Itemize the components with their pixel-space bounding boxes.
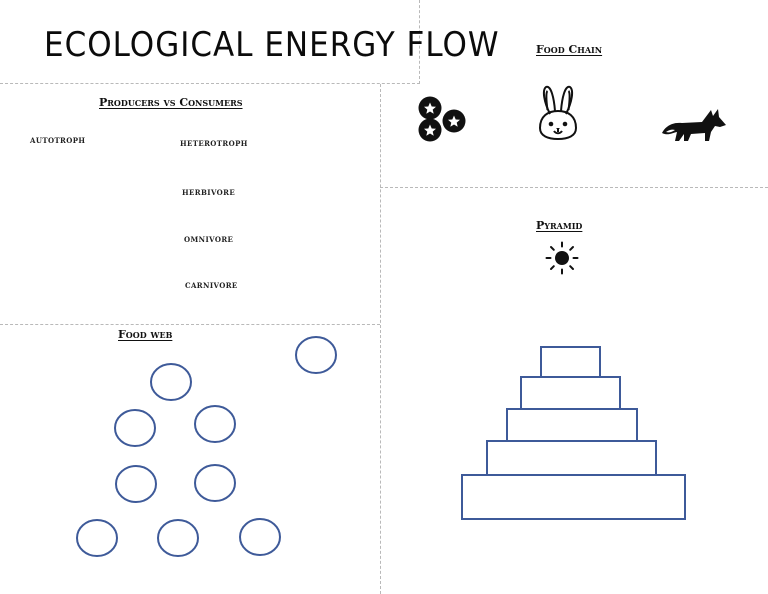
pyramid-level-2 — [486, 440, 657, 476]
omnivore-label: omnivore — [184, 235, 234, 244]
food-web-circle — [295, 336, 337, 374]
sun-icon — [545, 241, 579, 275]
center-vertical-divider — [380, 84, 381, 594]
food-web-circles — [76, 336, 337, 557]
blueberries-icon — [416, 96, 468, 144]
pyramid-level-1 — [461, 474, 686, 520]
title-box-bottom-divider — [0, 83, 420, 84]
food-web-circle — [150, 363, 192, 401]
herbivore-label: herbivore — [182, 188, 236, 197]
energy-pyramid — [461, 346, 686, 520]
pyramid-level-4 — [520, 376, 621, 410]
pyramid-level-3 — [506, 408, 638, 442]
food-web-circle — [239, 518, 281, 556]
food-web-circle — [114, 409, 156, 447]
pyramid-level-5 — [540, 346, 601, 378]
food-web-heading: Food web — [118, 328, 173, 341]
carnivore-label: carnivore — [185, 281, 238, 290]
food-web-circle — [157, 519, 199, 557]
food-chain-heading: Food Chain — [536, 43, 603, 56]
food-chain-bottom-divider — [380, 187, 768, 188]
heterotroph-label: heterotroph — [180, 139, 248, 148]
title-box-right-divider — [419, 0, 420, 84]
producers-bottom-divider — [0, 324, 380, 325]
pyramid-heading: Pyramid — [536, 219, 583, 232]
autotroph-label: autotroph — [30, 136, 86, 145]
food-web-circle — [194, 405, 236, 443]
producers-consumers-heading: Producers vs Consumers — [99, 96, 243, 109]
fox-icon — [660, 103, 728, 145]
rabbit-icon — [535, 84, 581, 142]
food-web-circle — [115, 465, 157, 503]
food-web-circle — [76, 519, 118, 557]
worksheet-title: ECOLOGICAL ENERGY FLOW — [44, 26, 500, 65]
food-web-circle — [194, 464, 236, 502]
